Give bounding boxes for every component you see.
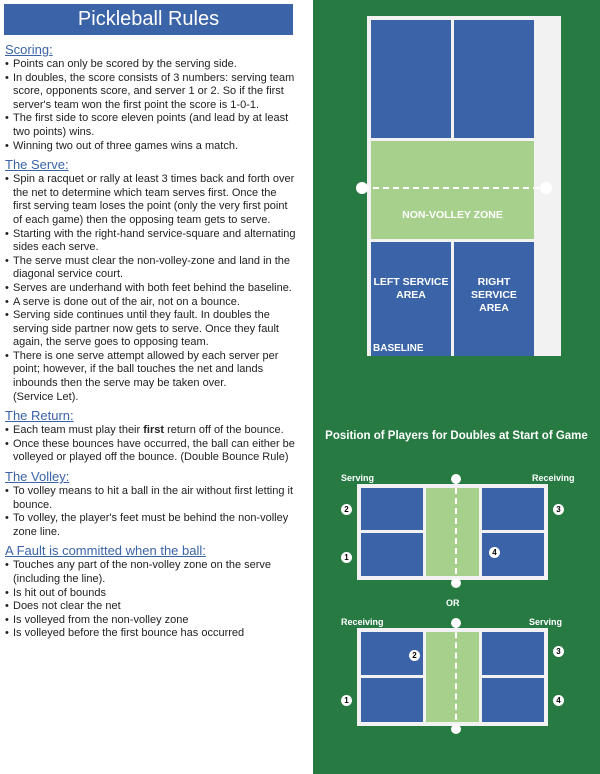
d1-left-top bbox=[361, 488, 423, 530]
non-volley-zone-label: NON-VOLLEY ZONE bbox=[402, 209, 503, 221]
section-heading-serve: The Serve: bbox=[5, 157, 69, 173]
d1-player-3: 3 bbox=[553, 504, 564, 515]
list-item: Is volleyed before the first bounce has … bbox=[5, 627, 297, 641]
list-item: In doubles, the score consists of 3 numb… bbox=[5, 72, 297, 113]
diagram2-court bbox=[357, 628, 548, 726]
d2-player-2: 2 bbox=[409, 650, 420, 661]
rules-column: Pickleball Rules Scoring: Points can onl… bbox=[0, 0, 300, 774]
d1-left-bottom bbox=[361, 533, 423, 576]
far-left-service-square bbox=[371, 20, 451, 138]
net-post-left bbox=[356, 182, 368, 194]
section-heading-return: The Return: bbox=[5, 408, 74, 424]
item-text: Each team must play their bbox=[13, 424, 144, 437]
diagram1-left-label: Serving bbox=[341, 473, 375, 483]
far-right-service-square bbox=[454, 20, 534, 138]
list-item: Is volleyed from the non-volley zone bbox=[5, 614, 297, 628]
d1-kitchen bbox=[426, 488, 479, 576]
court-diagram: NON-VOLLEY ZONE LEFT SERVICE AREA RIGHT … bbox=[367, 16, 561, 356]
list-item: A serve is done out of the air, not on a… bbox=[5, 296, 297, 310]
d2-net-post-top bbox=[451, 618, 461, 628]
non-volley-zone bbox=[371, 141, 534, 239]
d1-net-post-top bbox=[451, 474, 461, 484]
d2-player-4: 4 bbox=[553, 695, 564, 706]
d2-right-top bbox=[482, 632, 544, 675]
d2-left-bottom bbox=[361, 678, 423, 722]
list-item: The serve must clear the non-volley-zone… bbox=[5, 255, 297, 282]
list-item: Does not clear the net bbox=[5, 600, 297, 614]
d2-net bbox=[455, 622, 457, 730]
service-let-note: (Service Let). bbox=[13, 390, 79, 403]
list-item: To volley, the player's feet must be beh… bbox=[5, 512, 297, 539]
d2-net-post-bottom bbox=[451, 724, 461, 734]
d1-net bbox=[455, 478, 457, 584]
diagram2-right-label: Serving bbox=[529, 617, 563, 627]
list-item: The first side to score eleven points (a… bbox=[5, 112, 297, 139]
section-heading-fault: A Fault is committed when the ball: bbox=[5, 543, 206, 559]
section-heading-scoring: Scoring: bbox=[5, 42, 53, 57]
list-item: Touches any part of the non-volley zone … bbox=[5, 559, 297, 586]
right-service-label: RIGHT SERVICE AREA bbox=[471, 276, 517, 314]
list-item: To volley means to hit a ball in the air… bbox=[5, 485, 297, 512]
d2-right-bottom bbox=[482, 678, 544, 722]
diagram1-court bbox=[357, 484, 548, 580]
net-post-right bbox=[540, 182, 552, 194]
right-service-area bbox=[454, 242, 534, 356]
or-label: OR bbox=[446, 598, 460, 608]
item-bold-text: first bbox=[143, 424, 165, 437]
net-line bbox=[363, 187, 549, 189]
serve-list: Spin a racquet or rally at least 3 times… bbox=[5, 173, 297, 404]
court-panel: NON-VOLLEY ZONE LEFT SERVICE AREA RIGHT … bbox=[313, 0, 600, 774]
list-item: Spin a racquet or rally at least 3 times… bbox=[5, 173, 297, 227]
list-item: Is hit out of bounds bbox=[5, 587, 297, 601]
baseline-label: BASELINE bbox=[373, 343, 424, 354]
page-title: Pickleball Rules bbox=[4, 4, 293, 35]
d1-player-1: 1 bbox=[341, 552, 352, 563]
d2-player-3: 3 bbox=[553, 646, 564, 657]
d2-player-1: 1 bbox=[341, 695, 352, 706]
diagram1-right-label: Receiving bbox=[532, 473, 575, 483]
rules-content: Scoring: Points can only be scored by th… bbox=[5, 42, 297, 641]
list-item: Each team must play their first return o… bbox=[5, 424, 297, 438]
return-list: Each team must play their first return o… bbox=[5, 424, 297, 465]
d1-player-4: 4 bbox=[489, 547, 500, 558]
list-item: There is one serve attempt allowed by ea… bbox=[5, 350, 297, 391]
fault-list: Touches any part of the non-volley zone … bbox=[5, 559, 297, 641]
scoring-list: Points can only be scored by the serving… bbox=[5, 58, 297, 153]
left-service-label: LEFT SERVICE AREA bbox=[373, 276, 449, 301]
d1-net-post-bottom bbox=[451, 578, 461, 588]
list-item: Serves are underhand with both feet behi… bbox=[5, 282, 297, 296]
list-item: Starting with the right-hand service-squ… bbox=[5, 228, 297, 255]
list-item: Winning two out of three games wins a ma… bbox=[5, 140, 297, 154]
left-service-area bbox=[371, 242, 451, 356]
positions-title: Position of Players for Doubles at Start… bbox=[325, 430, 588, 442]
volley-list: To volley means to hit a ball in the air… bbox=[5, 485, 297, 539]
item-text: return off of the bounce. bbox=[164, 424, 284, 437]
d1-player-2: 2 bbox=[341, 504, 352, 515]
diagram2-left-label: Receiving bbox=[341, 617, 384, 627]
list-item: Points can only be scored by the serving… bbox=[5, 58, 297, 72]
list-item: Once these bounces have occurred, the ba… bbox=[5, 438, 297, 465]
list-item: Serving side continues until they fault.… bbox=[5, 309, 297, 350]
d1-right-top bbox=[482, 488, 544, 530]
section-heading-volley: The Volley: bbox=[5, 469, 70, 485]
d2-kitchen bbox=[426, 632, 479, 722]
